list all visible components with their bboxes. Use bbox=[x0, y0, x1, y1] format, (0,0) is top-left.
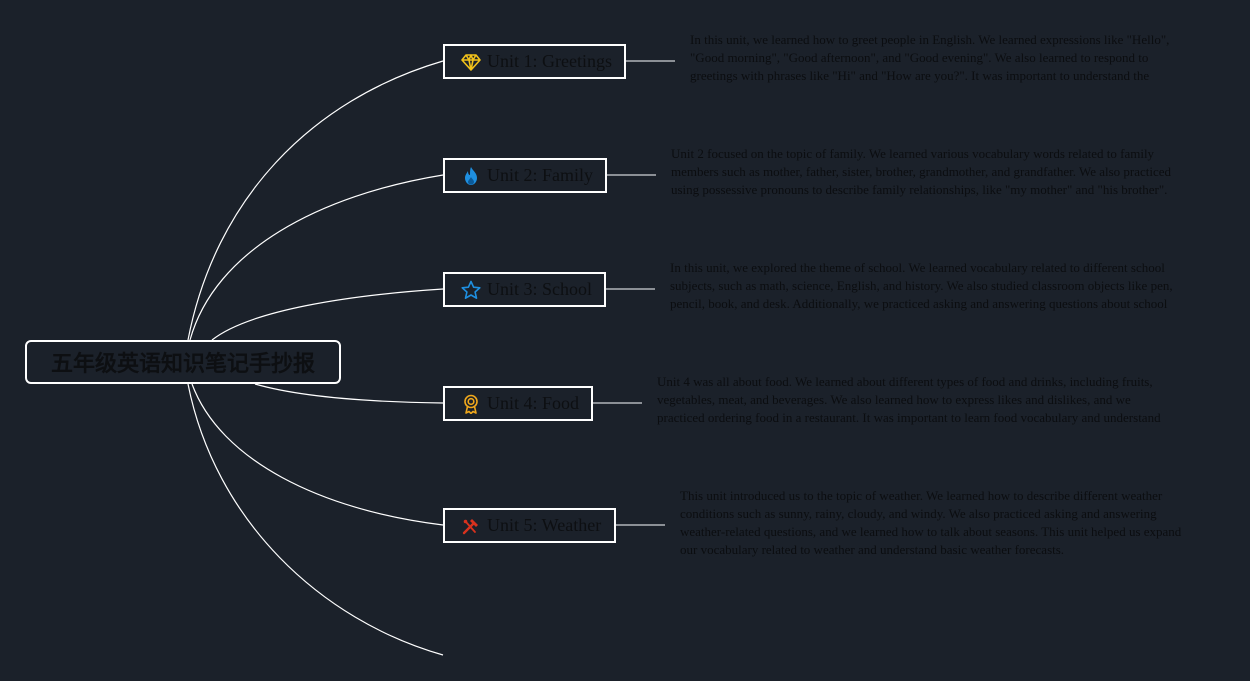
branch-to-extra bbox=[187, 383, 444, 656]
root-topic-node[interactable]: 五年级英语知识笔记手抄报 bbox=[25, 340, 341, 384]
unit-node-weather[interactable]: Unit 5: Weather bbox=[443, 508, 616, 543]
unit-node-school[interactable]: Unit 3: School bbox=[443, 272, 606, 307]
unit-label: Unit 4: Food bbox=[487, 393, 580, 413]
flame-icon bbox=[461, 166, 481, 186]
branch-to-unit-4 bbox=[254, 383, 444, 404]
branch-to-unit-2 bbox=[189, 174, 444, 341]
unit-node-family[interactable]: Unit 2: Family bbox=[443, 158, 607, 193]
branch-to-unit-1 bbox=[187, 60, 444, 341]
medal-icon bbox=[461, 394, 481, 414]
unit-note-school: In this unit, we explored the theme of s… bbox=[670, 260, 1173, 311]
unit-label: Unit 3: School bbox=[487, 279, 593, 299]
unit-label: Unit 2: Family bbox=[487, 165, 594, 185]
unit-note-weather: This unit introduced us to the topic of … bbox=[680, 488, 1182, 557]
branch-to-unit-5 bbox=[191, 383, 444, 526]
unit-note-food: Unit 4 was all about food. We learned ab… bbox=[657, 374, 1161, 425]
branch-to-unit-3 bbox=[211, 288, 444, 341]
unit-label: Unit 1: Greetings bbox=[487, 51, 612, 71]
unit-label: Unit 5: Weather bbox=[487, 515, 602, 535]
root-topic-title: 五年级英语知识笔记手抄报 bbox=[50, 352, 315, 377]
diamond-icon bbox=[461, 52, 481, 72]
unit-node-food[interactable]: Unit 4: Food bbox=[443, 386, 593, 421]
tools-icon bbox=[461, 516, 481, 536]
star-icon bbox=[461, 280, 481, 300]
unit-note-greetings: In this unit, we learned how to greet pe… bbox=[690, 32, 1170, 83]
unit-note-family: Unit 2 focused on the topic of family. W… bbox=[671, 146, 1172, 197]
unit-node-greetings[interactable]: Unit 1: Greetings bbox=[443, 44, 626, 79]
